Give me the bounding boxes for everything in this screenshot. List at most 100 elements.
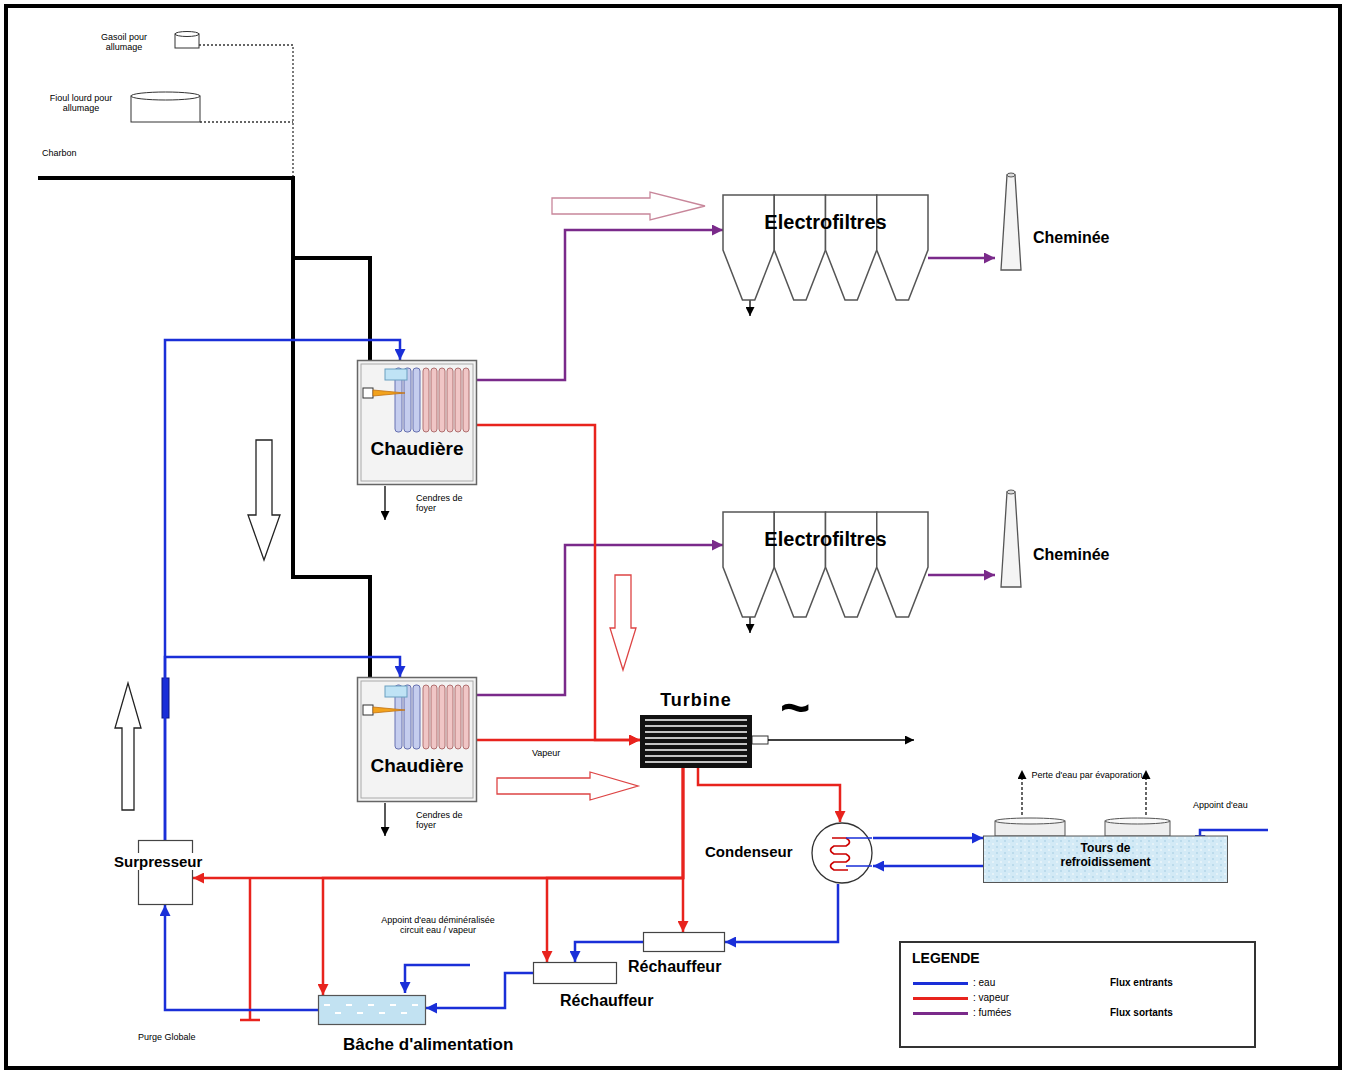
booster-pump: Surpresseur (138, 840, 193, 905)
annotation-text: Charbon (42, 148, 77, 158)
component-label: Condenseur (705, 843, 793, 860)
turbine: Turbine (640, 690, 752, 768)
annotation-text: ~ (780, 678, 810, 738)
label-holder: Flux sortants (1110, 1007, 1173, 1019)
annotation-text: Fioul lourd pour allumage (35, 93, 127, 114)
text-holder: Réchauffeur (560, 992, 653, 1010)
filter-shape (723, 195, 928, 300)
fuel-lines (200, 121, 293, 122)
legend-swatch (913, 982, 968, 985)
purge-line (249, 878, 252, 1020)
text-holder: Chaudière (357, 438, 477, 460)
steam-pipe (698, 768, 840, 822)
generator-shaft (752, 736, 914, 744)
text-holder: Turbine (640, 690, 752, 711)
annotation-text: Gasoil pour allumage (84, 32, 164, 53)
component-label: Cheminée (1033, 546, 1109, 564)
annotation-text: Flux sortants (1110, 1007, 1173, 1019)
component-label: Chaudière (357, 438, 477, 460)
label-holder: Cendres de foyer (416, 493, 476, 514)
legend-text: : fumées (973, 1007, 1011, 1019)
annotation-text: Vapeur (532, 748, 560, 758)
text-holder: Electrofiltres (723, 211, 928, 234)
flow-arrow (610, 575, 636, 670)
text-holder: Bâche d'alimentation (343, 1035, 513, 1055)
water-pipe (873, 837, 983, 840)
frame (6, 6, 1340, 1068)
annotation-text: Perte d'eau par évaporation (1031, 770, 1143, 780)
annotation-text: Cendres de foyer (416, 493, 476, 514)
water-makeup (405, 965, 470, 993)
component-label: Réchauffeur (560, 992, 653, 1010)
evaporation-arrow (1022, 770, 1146, 815)
generator-shaft (768, 739, 914, 741)
fuel-tanks (131, 92, 200, 100)
annotation-text: Appoint d'eau déminéralisée circuit eau … (372, 915, 504, 936)
component-label: Réchauffeur (628, 958, 721, 976)
text-holder: Surpresseur (112, 853, 204, 870)
text-holder: Cheminée (1033, 546, 1109, 564)
component-label: Electrofiltres (723, 528, 928, 551)
chimney: Cheminée (995, 480, 1145, 587)
flow-arrow (552, 192, 705, 220)
annotation-text: LEGENDE (912, 950, 980, 966)
label-holder: Vapeur (532, 748, 560, 758)
cooling-tower: Tours de refroidissement (983, 818, 1228, 883)
label-holder: Appoint d'eau déminéralisée circuit eau … (372, 915, 504, 936)
label-holder: Flux entrants (1110, 977, 1173, 989)
label-holder: ~ (780, 678, 810, 738)
rech-shape (643, 932, 725, 952)
legend-box (900, 942, 1255, 1047)
flow-arrow (115, 683, 141, 810)
component-label: Bâche d'alimentation (343, 1035, 513, 1055)
flow-arrow (497, 772, 638, 800)
ash-outlet (749, 617, 750, 633)
text-holder: Electrofiltres (723, 528, 928, 551)
bache-shape (318, 995, 426, 1025)
evaporation-arrow (1021, 770, 1022, 815)
legend-entry: : vapeur (913, 992, 1009, 1004)
label-holder: Charbon (42, 148, 77, 158)
rech2-shape (533, 962, 617, 984)
text-holder: Tours de refroidissement (1040, 842, 1171, 870)
label-holder: LEGENDE (912, 950, 980, 966)
boiler-box: Chaudière (357, 360, 477, 485)
fuel-tanks (175, 32, 199, 37)
ash-outlet (384, 486, 385, 520)
label-holder: Cendres de foyer (416, 810, 476, 831)
ash-outlet (749, 300, 750, 316)
legend-text: : vapeur (973, 992, 1009, 1004)
heater-box: Réchauffeur (533, 962, 617, 984)
purge-line (240, 878, 260, 1020)
flow-arrow (115, 192, 705, 810)
annotation-text: Flux entrants (1110, 977, 1173, 989)
coal-line (38, 178, 370, 688)
component-label: Cheminée (1033, 229, 1109, 247)
label-holder: Gasoil pour allumage (84, 32, 164, 53)
text-holder: Chaudière (357, 755, 477, 777)
steam-pipe (477, 425, 640, 740)
legend-box (900, 942, 1255, 1047)
feed-tank: Bâche d'alimentation (318, 995, 426, 1025)
electrostatic-filter: Electrofiltres (723, 195, 928, 300)
ash-outlet (384, 803, 385, 836)
flow-arrow (248, 440, 280, 560)
annotation-text: Cendres de foyer (416, 810, 476, 831)
water-pipe (725, 884, 838, 942)
water-pipe (165, 905, 318, 1010)
boiler-shape (357, 677, 477, 802)
annotation-text: Appoint d'eau (1193, 800, 1248, 810)
component-label: Surpresseur (112, 853, 204, 870)
water-pipe (426, 973, 533, 1008)
label-holder: Appoint d'eau (1193, 800, 1248, 810)
legend-swatch (913, 1012, 968, 1015)
surp-shape (138, 840, 193, 905)
heater-box: Réchauffeur (643, 932, 725, 952)
flue-gas-duct (477, 230, 723, 380)
annotation-text: Purge Globale (138, 1032, 196, 1042)
generator-shaft (752, 736, 768, 744)
frame (6, 6, 1340, 1068)
